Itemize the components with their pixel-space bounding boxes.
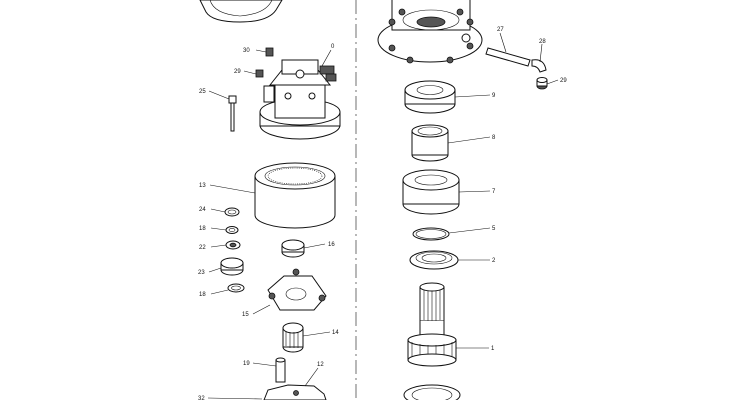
callout-15: 15 [242,312,249,318]
planet-gear-23 [220,257,244,276]
bearing-22 [225,240,241,250]
o-ring-5 [412,227,450,241]
bearing-7 [402,169,460,215]
snap-ring-24 [224,207,240,217]
bearing-9 [404,80,456,114]
callout-8: 8 [492,135,496,141]
top-cover-part [199,0,283,23]
sun-gear-14 [282,322,304,353]
callout-19: 19 [243,361,250,367]
housing [377,0,483,64]
plug-29 [255,69,264,78]
callout-29b: 29 [560,78,567,84]
swing-motor [259,59,341,140]
callout-25: 25 [199,89,206,95]
pin-19 [275,357,286,383]
callout-5: 5 [492,226,496,232]
bottom-ring [403,384,461,400]
callout-27: 27 [497,27,504,33]
callout-9: 9 [492,93,496,99]
sleeve-8 [411,124,449,162]
washer-18b [227,283,245,293]
callout-labels: 30 0 29 25 13 24 18 22 16 23 18 15 14 19… [198,27,567,400]
callout-30: 30 [243,48,250,54]
callout-32: 32 [198,396,205,400]
callout-1: 1 [491,346,495,352]
callout-23: 23 [198,270,205,276]
callout-13: 13 [199,183,206,189]
callout-14: 14 [332,330,339,336]
pinion-shaft-1 [407,282,457,367]
carrier-15 [267,268,327,311]
seal-2 [409,250,459,270]
carrier-12 [263,384,327,400]
ring-gear-13 [254,162,336,229]
callout-16: 16 [328,242,335,248]
plug-29-right [536,77,548,90]
callout-2: 2 [492,258,496,264]
elbow-28 [531,59,547,73]
bolt-25 [228,95,237,132]
callout-7: 7 [492,189,496,195]
callout-29a: 29 [234,69,241,75]
callout-28: 28 [539,39,546,45]
callout-18b: 18 [199,292,206,298]
washer-18a [225,226,239,234]
plug-30 [265,47,274,57]
callout-0: 0 [331,44,335,50]
callout-22: 22 [199,245,206,251]
leader-lines [207,32,559,400]
pipe-27 [485,47,531,67]
planet-gear-16 [281,239,305,258]
callout-18a: 18 [199,226,206,232]
callout-12: 12 [317,362,324,368]
callout-24: 24 [199,207,206,213]
